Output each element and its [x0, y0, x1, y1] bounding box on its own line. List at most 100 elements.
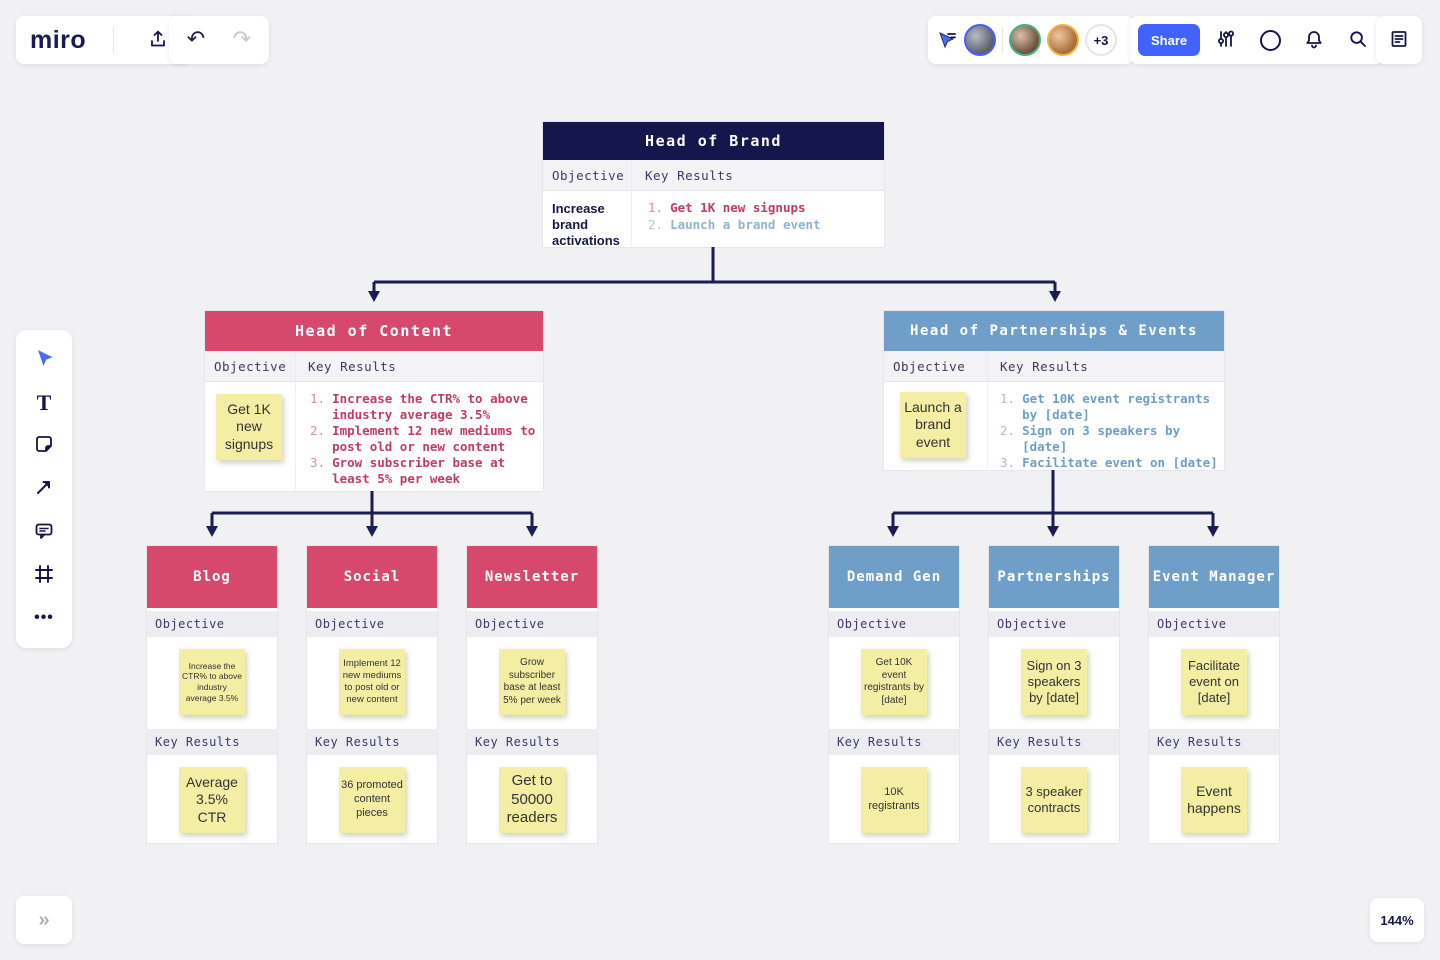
help-button[interactable] [1252, 22, 1288, 58]
notifications-button[interactable] [1296, 22, 1332, 58]
card-title: Head of Partnerships & Events [884, 311, 1224, 351]
card-head-of-partnerships-events[interactable]: Head of Partnerships & Events Objective … [884, 311, 1224, 480]
card-title: Partnerships [989, 546, 1119, 608]
avatar-user-2[interactable] [1009, 24, 1041, 56]
objective-sticky-note[interactable]: Get 1K new signups [216, 394, 282, 460]
card-event-manager[interactable]: Event Manager Objective Facilitate event… [1149, 546, 1279, 843]
key-result-sticky-note[interactable]: 3 speaker contracts [1021, 767, 1087, 833]
column-header-objective: Objective [893, 359, 966, 374]
column-header-key-results: Key Results [631, 160, 884, 190]
frame-icon [33, 563, 55, 588]
search-button[interactable] [1340, 22, 1376, 58]
sticky-note-tool[interactable] [24, 428, 64, 464]
export-button[interactable] [140, 22, 176, 58]
key-result-sticky-note[interactable]: 10K registrants [861, 767, 927, 833]
objective-label: Objective [1149, 611, 1279, 637]
actions-card: Share [1130, 16, 1384, 64]
expand-panel-button[interactable]: » [16, 896, 72, 944]
objective-sticky-note[interactable]: Implement 12 new mediums to post old or … [339, 649, 405, 715]
zoom-level-button[interactable]: 144% [1370, 898, 1424, 942]
comment-icon [33, 520, 55, 545]
history-card: ↶ ↷ [169, 16, 269, 64]
key-result-item: 2. Sign on 3 speakers by [date] [1000, 423, 1181, 454]
key-results-label: Key Results [147, 729, 277, 755]
sliders-icon [1216, 29, 1236, 52]
presence-overflow-badge[interactable]: +3 [1085, 24, 1117, 56]
text-tool[interactable]: T [24, 385, 64, 421]
settings-button[interactable] [1208, 22, 1244, 58]
document-icon [1389, 29, 1409, 52]
redo-icon: ↷ [232, 27, 252, 52]
redo-button[interactable]: ↷ [224, 22, 260, 58]
objective-label: Objective [147, 611, 277, 637]
logo-card: miro [16, 16, 190, 64]
objective-label: Objective [989, 611, 1119, 637]
undo-button[interactable]: ↶ [178, 22, 214, 58]
avatar-user-3[interactable] [1047, 24, 1079, 56]
key-result-item: 2. Implement 12 new mediums to post old … [310, 423, 536, 454]
key-results-list: 1. Get 10K event registrants by [date] 2… [987, 382, 1224, 480]
objective-sticky-note[interactable]: Get 10K event registrants by [date] [861, 649, 927, 715]
card-title: Head of Brand [543, 122, 884, 160]
arrow-tool[interactable] [24, 471, 64, 507]
objective-sticky-note[interactable]: Facilitate event on [date] [1181, 649, 1247, 715]
creation-toolbar: T ••• [16, 330, 72, 648]
select-tool[interactable] [24, 342, 64, 378]
key-result-sticky-note[interactable]: Get to 50000 readers [499, 767, 565, 833]
column-header-objective: Objective [214, 359, 287, 374]
text-tool-icon: T [36, 389, 52, 415]
objective-sticky-note[interactable]: Sign on 3 speakers by [date] [1021, 649, 1087, 715]
card-head-of-content[interactable]: Head of Content Objective Key Results Ge… [205, 311, 543, 495]
card-title: Demand Gen [829, 546, 959, 608]
cursor-icon [33, 347, 55, 372]
divider [1002, 27, 1003, 53]
bell-icon [1304, 29, 1324, 52]
key-result-item: 2. Launch a brand event [648, 216, 821, 232]
key-results-label: Key Results [467, 729, 597, 755]
board-notes-button[interactable] [1381, 22, 1417, 58]
connector-brand-rail [374, 247, 1055, 284]
column-header-key-results: Key Results [987, 351, 1224, 381]
objective-sticky-note[interactable]: Grow subscriber base at least 5% per wee… [499, 649, 565, 715]
key-results-list: 1. Increase the CTR% to above industry a… [295, 382, 543, 495]
undo-icon: ↶ [186, 27, 206, 52]
card-social[interactable]: Social Objective Implement 12 new medium… [307, 546, 437, 843]
objective-label: Objective [307, 611, 437, 637]
objective-sticky-note[interactable]: Launch a brand event [900, 392, 966, 458]
key-result-item: 1. Increase the CTR% to above industry a… [310, 391, 528, 422]
card-partnerships[interactable]: Partnerships Objective Sign on 3 speaker… [989, 546, 1119, 843]
key-results-label: Key Results [307, 729, 437, 755]
frame-tool[interactable] [24, 557, 64, 593]
objective-label: Objective [829, 611, 959, 637]
key-result-sticky-note[interactable]: 36 promoted content pieces [339, 767, 405, 833]
arrow-icon [33, 476, 55, 501]
more-tools-icon: ••• [34, 609, 54, 627]
search-icon [1348, 29, 1368, 52]
help-icon [1259, 29, 1281, 51]
key-result-sticky-note[interactable]: Event happens [1181, 767, 1247, 833]
chevrons-right-icon: » [38, 908, 50, 931]
export-icon [148, 29, 168, 52]
avatar-user-1[interactable] [964, 24, 996, 56]
share-button[interactable]: Share [1138, 24, 1201, 56]
key-results-list: 1. Get 1K new signups 2. Launch a brand … [631, 191, 884, 249]
follow-cursor-icon[interactable] [936, 29, 958, 51]
key-result-item: 3. Grow subscriber base at least 5% per … [310, 455, 506, 486]
key-result-sticky-note[interactable]: Average 3.5% CTR [179, 767, 245, 833]
card-title: Newsletter [467, 546, 597, 608]
comment-tool[interactable] [24, 514, 64, 550]
card-head-of-brand[interactable]: Head of Brand Objective Key Results Incr… [543, 122, 884, 249]
objective-sticky-note[interactable]: Increase the CTR% to above industry aver… [179, 649, 245, 715]
objective-label: Objective [467, 611, 597, 637]
card-blog[interactable]: Blog Objective Increase the CTR% to abov… [147, 546, 277, 843]
key-result-item: 3. Facilitate event on [date] [1000, 455, 1218, 470]
more-tools[interactable]: ••• [24, 600, 64, 636]
key-results-label: Key Results [989, 729, 1119, 755]
miro-logo[interactable]: miro [30, 25, 87, 54]
card-newsletter[interactable]: Newsletter Objective Grow subscriber bas… [467, 546, 597, 843]
column-header-key-results: Key Results [295, 351, 543, 381]
objective-text: Increase brand activations [552, 201, 620, 248]
card-title: Social [307, 546, 437, 608]
card-demand-gen[interactable]: Demand Gen Objective Get 10K event regis… [829, 546, 959, 843]
